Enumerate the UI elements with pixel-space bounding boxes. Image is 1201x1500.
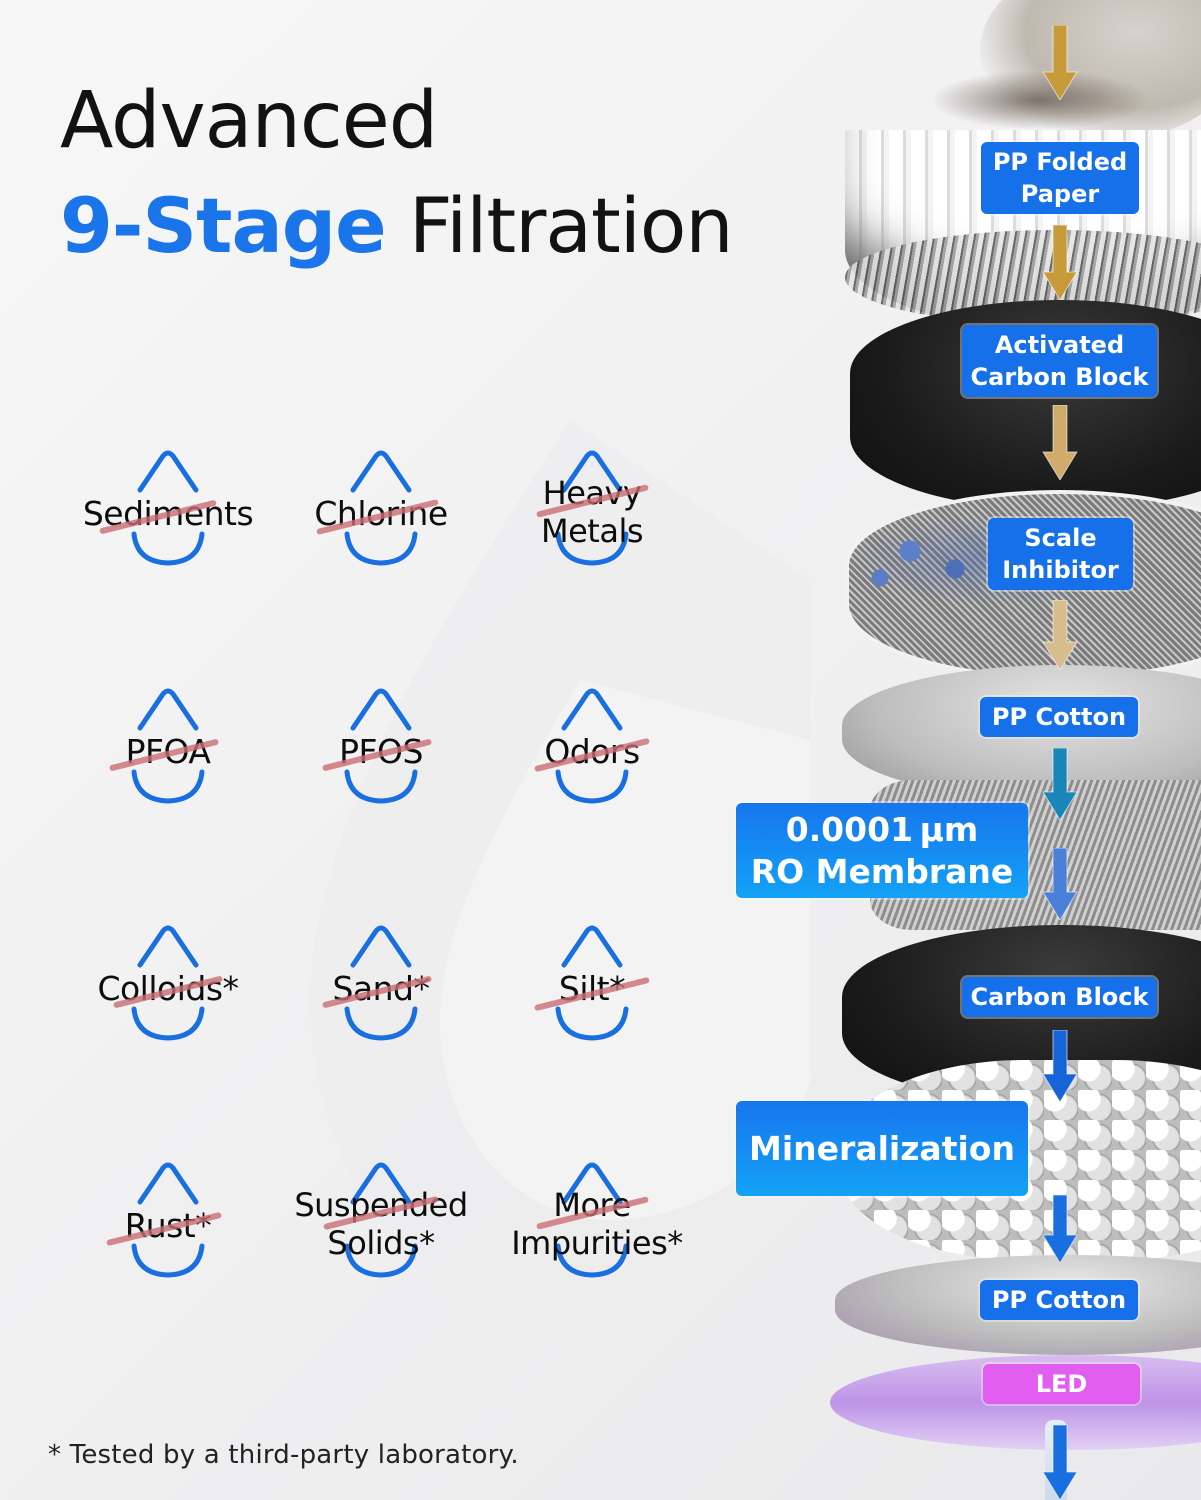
stage-label-7: Mineralization (736, 1101, 1028, 1196)
stage-label-text: PP Folded (992, 148, 1128, 176)
splash-debris (930, 70, 1150, 130)
contaminant-item: Chlorine (266, 450, 496, 570)
flow-arrow-down-icon (1042, 748, 1078, 820)
stage-label-text: PP Cotton (991, 1286, 1127, 1314)
stage-label-6: Carbon Block (962, 977, 1157, 1017)
stage-label-text: PP Cotton (991, 703, 1127, 731)
water-drop-icon (131, 1162, 205, 1278)
title-rest: Filtration (408, 181, 734, 270)
contaminant-item: Silt* (477, 925, 707, 1045)
stage-label-text: Carbon Block (970, 983, 1149, 1011)
flow-arrow-down-icon (1042, 405, 1078, 480)
water-drop-icon (131, 925, 205, 1041)
water-drop-icon (131, 688, 205, 804)
water-drop-icon (555, 925, 629, 1041)
contaminant-item: PFOS (266, 688, 496, 808)
contaminant-item: PFOA (53, 688, 283, 808)
contaminant-grid: SedimentsChlorineHeavyMetalsPFOAPFOSOdor… (53, 450, 707, 1282)
contaminant-label: Solids* (327, 1224, 435, 1262)
water-drop-icon (555, 450, 629, 566)
stage-label-text: RO Membrane (750, 851, 1014, 891)
contaminant-item: Rust* (53, 1162, 283, 1282)
flow-arrow-down-icon (1042, 1425, 1078, 1500)
contaminant-label: Heavy (542, 474, 642, 512)
contaminant-label: Suspended (294, 1186, 468, 1224)
title-line-2: 9-Stage Filtration (60, 188, 734, 264)
stage-label-text: Mineralization (749, 1128, 1015, 1168)
stage-label-8: PP Cotton (980, 1280, 1138, 1320)
stage-label-text: Activated (994, 331, 1125, 359)
contaminant-label: Silt* (558, 969, 626, 1008)
water-drop-icon (555, 688, 629, 804)
stage-label-text: Scale (1024, 524, 1097, 552)
page-title: Advanced 9-Stage Filtration (60, 76, 734, 264)
water-drop-icon (344, 450, 418, 566)
contaminant-item: Odors (477, 688, 707, 808)
contaminant-label: Metals (540, 512, 644, 550)
water-drop-icon (344, 1162, 418, 1278)
contaminant-item: Colloids* (53, 925, 283, 1045)
stage-label-text: Inhibitor (1002, 556, 1119, 584)
title-line-1: Advanced (60, 76, 438, 166)
stage-label-text: 0.0001 µm (785, 809, 979, 849)
flow-arrow-down-icon (1042, 1195, 1078, 1263)
flow-arrow-down-icon (1042, 225, 1078, 300)
flow-arrow-down-icon (1042, 600, 1078, 670)
footnote: * Tested by a third-party laboratory. (48, 1440, 519, 1470)
stage-label-9: LED (983, 1364, 1140, 1404)
flow-arrow-down-icon (1042, 848, 1078, 920)
contaminant-item: Sediments (53, 450, 283, 570)
water-drop-icon (344, 688, 418, 804)
title-accent: 9-Stage (60, 181, 387, 270)
water-drop-icon (555, 1162, 629, 1278)
water-drop-icon (131, 450, 205, 566)
stage-label-4: PP Cotton (980, 697, 1138, 737)
flow-arrow-down-icon (1042, 25, 1078, 100)
stage-label-text: LED (1035, 1370, 1088, 1398)
contaminant-item: Sand* (266, 925, 496, 1045)
flow-arrow-down-icon (1042, 1030, 1078, 1102)
water-drop-icon (344, 925, 418, 1041)
contaminant-label: Impurities* (511, 1224, 683, 1262)
contaminant-label: More (553, 1186, 631, 1224)
stage-label-text: Carbon Block (970, 363, 1149, 391)
stage-label-text: Paper (1020, 180, 1100, 208)
